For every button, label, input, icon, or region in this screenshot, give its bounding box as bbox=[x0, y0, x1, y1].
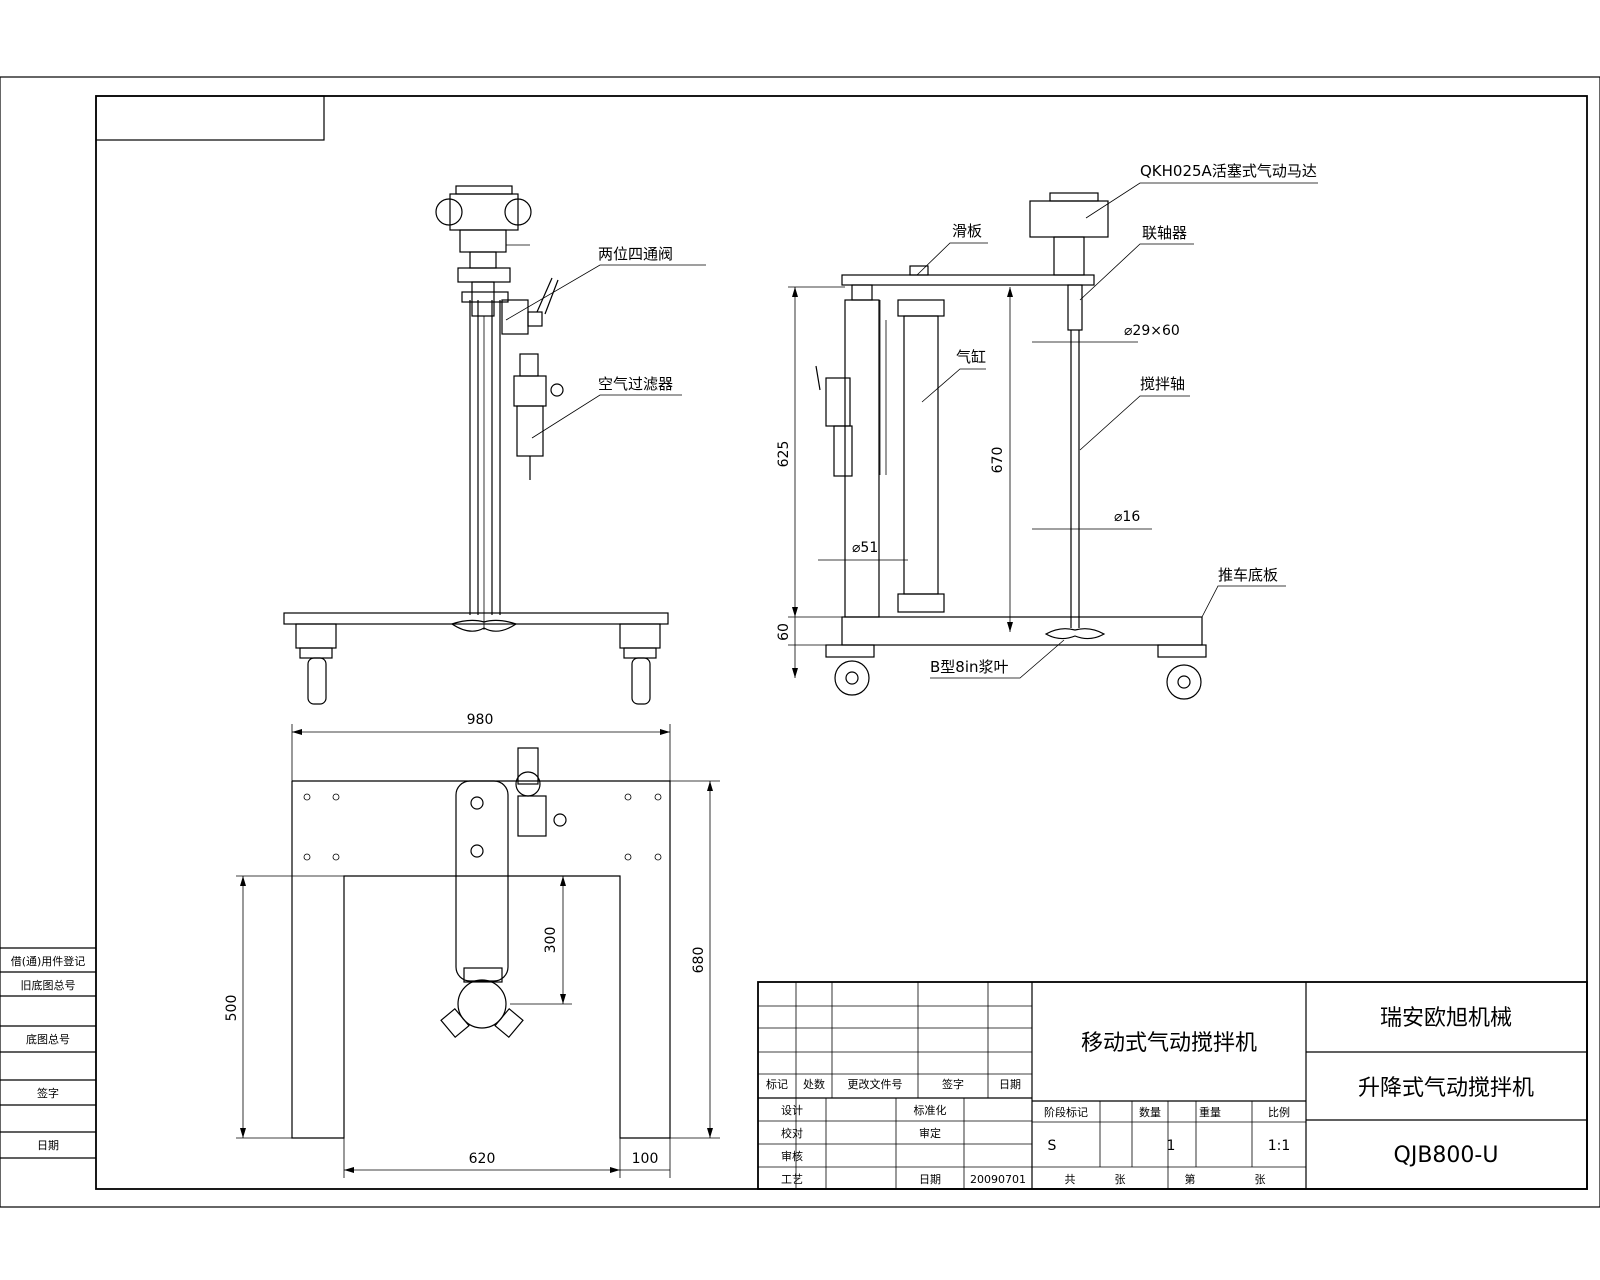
dim-300: 300 bbox=[543, 927, 559, 954]
dim-670: 670 bbox=[990, 447, 1006, 474]
stage-mark-value: S bbox=[1048, 1138, 1057, 1154]
sheet-total-label: 共 bbox=[1065, 1173, 1076, 1186]
sheet-no-label: 第 bbox=[1185, 1172, 1196, 1186]
dim-500: 500 bbox=[224, 995, 240, 1022]
valve-label: 两位四通阀 bbox=[598, 245, 673, 263]
dim-625: 625 bbox=[776, 441, 792, 468]
shaft-diameter-label: ⌀16 bbox=[1114, 509, 1140, 525]
quantity-value: 1 bbox=[1167, 1138, 1176, 1154]
side-view bbox=[788, 182, 1318, 700]
product-name: 移动式气动搅拌机 bbox=[1081, 1031, 1257, 1056]
product-subtitle: 升降式气动搅拌机 bbox=[1358, 1076, 1534, 1101]
scale-header: 比例 bbox=[1268, 1105, 1290, 1119]
rev-doc-header: 更改文件号 bbox=[848, 1077, 903, 1091]
stage-mark-header: 阶段标记 bbox=[1044, 1105, 1088, 1119]
role-review: 审核 bbox=[781, 1149, 803, 1163]
role-check: 校对 bbox=[781, 1126, 803, 1140]
rod-diameter-label: ⌀51 bbox=[852, 540, 878, 556]
quantity-header: 数量 bbox=[1139, 1106, 1161, 1119]
rev-mark-header: 标记 bbox=[766, 1077, 788, 1091]
rev-sign-header: 签字 bbox=[942, 1077, 964, 1091]
dim-60: 60 bbox=[776, 623, 792, 641]
drawing-frame bbox=[0, 76, 1600, 1208]
front-view bbox=[283, 185, 706, 705]
cylinder-label: 气缸 bbox=[956, 348, 986, 366]
top-view bbox=[236, 724, 720, 1178]
side-registry-table: 借(通)用件登记 旧底图总号 底图总号 签字 日期 bbox=[0, 947, 96, 1159]
sheet-total-unit: 张 bbox=[1115, 1173, 1126, 1186]
rev-count-header: 处数 bbox=[803, 1078, 825, 1091]
impeller-label: B型8in浆叶 bbox=[930, 658, 1009, 676]
scale-value: 1:1 bbox=[1268, 1138, 1291, 1154]
side-registry-label: 借(通)用件登记 bbox=[11, 954, 86, 968]
approve-standard: 标准化 bbox=[914, 1103, 947, 1117]
dim-620: 620 bbox=[469, 1151, 496, 1167]
drawing-date: 20090701 bbox=[970, 1173, 1026, 1186]
side-date-label: 日期 bbox=[37, 1139, 59, 1152]
side-old-drawing-label: 旧底图总号 bbox=[21, 978, 76, 992]
sheet-no-unit: 张 bbox=[1255, 1173, 1266, 1186]
title-block bbox=[757, 981, 1588, 1190]
company-name: 瑞安欧旭机械 bbox=[1380, 1006, 1512, 1031]
dim-100: 100 bbox=[632, 1151, 659, 1167]
approve-date: 日期 bbox=[919, 1173, 941, 1186]
motor-label: QKH025A活塞式气动马达 bbox=[1140, 162, 1317, 180]
role-process: 工艺 bbox=[781, 1173, 803, 1186]
weight-header: 重量 bbox=[1199, 1105, 1221, 1119]
role-design: 设计 bbox=[781, 1104, 803, 1117]
filter-label: 空气过滤器 bbox=[598, 375, 673, 393]
side-sign-label: 签字 bbox=[37, 1086, 59, 1100]
coupling-spec-label: ⌀29×60 bbox=[1124, 323, 1180, 339]
base-plate-label: 推车底板 bbox=[1218, 566, 1278, 584]
dim-980: 980 bbox=[467, 712, 494, 728]
dim-680: 680 bbox=[691, 947, 707, 974]
approve-final: 审定 bbox=[919, 1126, 941, 1140]
coupling-label: 联轴器 bbox=[1142, 224, 1187, 242]
rev-date-header: 日期 bbox=[999, 1078, 1021, 1091]
shaft-label: 搅拌轴 bbox=[1140, 375, 1185, 393]
model-number: QJB800-U bbox=[1394, 1143, 1499, 1168]
slide-plate-label: 滑板 bbox=[952, 222, 982, 240]
side-drawing-label: 底图总号 bbox=[26, 1032, 70, 1046]
